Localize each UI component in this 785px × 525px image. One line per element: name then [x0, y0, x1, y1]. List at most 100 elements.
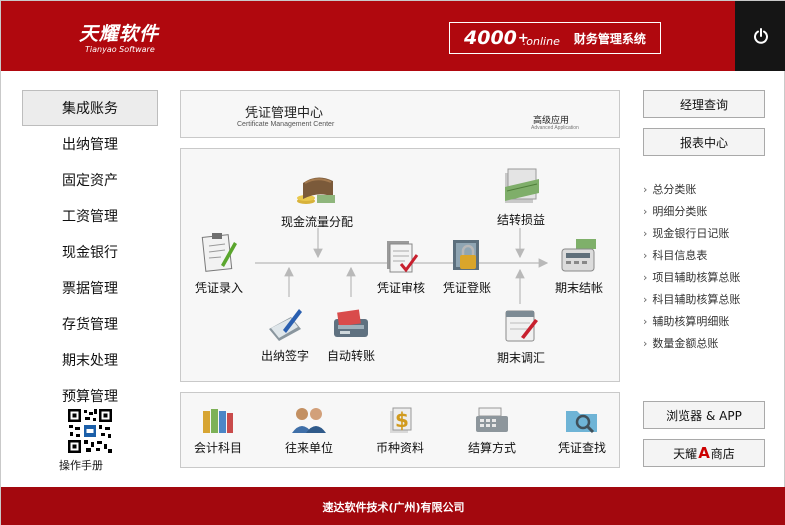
cash-stack-icon: [505, 168, 539, 203]
chevron-right-icon: ›: [643, 292, 648, 306]
center-title: 凭证管理中心: [245, 106, 324, 121]
link-label: 现金银行日记账: [652, 227, 730, 240]
flow-voucher-posting-label: 凭证登账: [443, 281, 492, 295]
nav-item-label: 集成账务: [62, 101, 118, 117]
product-online: .online: [522, 34, 560, 48]
chevron-right-icon: ›: [643, 336, 648, 350]
tool-business-partners[interactable]: 往来单位: [285, 405, 333, 456]
flow-auto-transfer[interactable]: 自动转账: [327, 305, 375, 364]
link-cash-bank-journal[interactable]: › 现金银行日记账: [643, 222, 740, 244]
link-subject-aux-ledger[interactable]: ›科目辅助核算总账: [643, 288, 740, 310]
voucher-center-title-panel: 凭证管理中心 Certificate Management Center 高级应…: [180, 90, 620, 138]
chevron-right-icon: ›: [643, 270, 648, 284]
footer-company: 速达软件技术(广州)有限公司: [322, 500, 465, 514]
clipboard-pencil-icon: [201, 233, 237, 272]
link-general-ledger[interactable]: › 总分类账: [643, 178, 740, 200]
nav-item-integrated-accounting[interactable]: 集成账务: [22, 90, 158, 126]
advanced-application-title[interactable]: 高级应用: [533, 116, 570, 126]
flow-voucher-review[interactable]: 凭证审核: [377, 237, 425, 296]
chevron-right-icon: ›: [643, 226, 648, 240]
lock-document-icon: [453, 240, 479, 270]
link-label: 明细分类账: [652, 205, 708, 218]
tool-currency-data[interactable]: $ 币种资料: [376, 405, 424, 456]
flow-voucher-entry[interactable]: 凭证录入: [195, 231, 243, 296]
flow-period-closing-label: 期末结帐: [555, 281, 604, 295]
currency-dollar-icon: $: [390, 407, 412, 433]
qr-code-icon[interactable]: [67, 408, 113, 454]
header-bar: 天耀软件 Tianyao Software 4000+ .online 财务管理…: [1, 1, 785, 71]
center-subtitle: Certificate Management Center: [237, 121, 335, 128]
flow-period-exchange-adjust[interactable]: 期末调汇: [497, 305, 545, 366]
wallet-coins-icon: [297, 177, 335, 204]
folder-search-icon: [566, 411, 597, 434]
manual-link[interactable]: 操作手册: [59, 457, 103, 473]
nav-item-label: 预算管理: [62, 389, 118, 405]
nav-item-label: 工资管理: [62, 209, 118, 225]
svg-text:$: $: [395, 408, 409, 432]
tool-business-partners-label: 往来单位: [285, 441, 334, 455]
calculator-money-icon: [561, 239, 596, 272]
nav-item-bills[interactable]: 票据管理: [22, 270, 158, 306]
product-title-box: 4000+ .online 财务管理系统: [449, 22, 661, 54]
chevron-right-icon: ›: [643, 248, 648, 262]
nav-item-fixed-assets[interactable]: 固定资产: [22, 162, 158, 198]
chevron-right-icon: ›: [643, 204, 648, 218]
manager-query-button[interactable]: 经理查询: [643, 90, 765, 118]
nav-item-label: 固定资产: [62, 173, 118, 189]
link-aux-detail-ledger[interactable]: ›辅助核算明细账: [643, 310, 740, 332]
left-nav: 集成账务 出纳管理 固定资产 工资管理 现金银行 票据管理 存货管理 期末处理 …: [22, 90, 158, 414]
store-prefix: 天耀: [673, 446, 698, 461]
link-label: 总分类账: [652, 183, 697, 196]
flow-voucher-posting[interactable]: 凭证登账: [443, 237, 491, 296]
nav-item-label: 存货管理: [62, 317, 118, 333]
chevron-right-icon: ›: [643, 182, 648, 196]
nav-item-label: 出纳管理: [62, 137, 118, 153]
binders-icon: [203, 409, 233, 433]
basic-settings-panel: 会计科目 往来单位 $ 币种资料 结算方式: [180, 392, 620, 468]
flow-period-closing[interactable]: 期末结帐: [555, 235, 603, 296]
tool-currency-data-label: 币种资料: [376, 441, 425, 455]
link-label: 数量金额总账: [652, 337, 719, 350]
nav-item-inventory[interactable]: 存货管理: [22, 306, 158, 342]
flow-voucher-review-label: 凭证审核: [377, 281, 426, 295]
nav-item-cashier[interactable]: 出纳管理: [22, 126, 158, 162]
voucher-flow-panel: 凭证录入 现金流量分配 凭证审核: [180, 148, 620, 382]
link-subject-info[interactable]: ›科目信息表: [643, 244, 740, 266]
tool-settlement-methods[interactable]: 结算方式: [468, 405, 516, 456]
power-icon: [753, 28, 768, 44]
calendar-edit-icon: [505, 310, 538, 342]
store-suffix: 商店: [710, 446, 735, 461]
nav-item-budget[interactable]: 预算管理: [22, 378, 158, 414]
flow-carry-forward-profit-loss[interactable]: 结转损益: [497, 167, 545, 228]
store-a-logo: A: [698, 444, 710, 462]
manager-query-label: 经理查询: [679, 97, 728, 112]
power-button[interactable]: [735, 1, 785, 71]
product-name: 财务管理系统: [573, 31, 646, 46]
flow-cashflow-allocation[interactable]: 现金流量分配: [281, 171, 353, 230]
tool-voucher-search[interactable]: 凭证查找: [558, 405, 606, 456]
nav-item-label: 期末处理: [62, 353, 118, 369]
tool-settlement-methods-label: 结算方式: [468, 441, 517, 455]
link-quantity-amount-ledger[interactable]: › 数量金额总账: [643, 332, 740, 354]
flow-carry-forward-label: 结转损益: [497, 213, 546, 227]
browser-app-button[interactable]: 浏览器 & APP: [643, 401, 765, 429]
product-plus: +: [517, 30, 529, 46]
link-subsidiary-ledger[interactable]: › 明细分类账: [643, 200, 740, 222]
manual-label: 操作手册: [59, 459, 103, 472]
flow-voucher-entry-label: 凭证录入: [195, 281, 244, 295]
nav-item-period-end[interactable]: 期末处理: [22, 342, 158, 378]
nav-item-payroll[interactable]: 工资管理: [22, 198, 158, 234]
link-project-aux-ledger[interactable]: › 项目辅助核算总账: [643, 266, 740, 288]
report-center-label: 报表中心: [679, 135, 728, 150]
report-center-button[interactable]: 报表中心: [643, 128, 765, 156]
cash-register-icon: [476, 407, 508, 432]
nav-item-label: 现金银行: [62, 245, 118, 261]
link-label: 项目辅助核算总账: [652, 271, 741, 284]
flow-cashier-signature[interactable]: 出纳签字: [261, 305, 309, 364]
tianyao-logo: 天耀软件 Tianyao Software: [79, 19, 159, 54]
browser-app-label: 浏览器 & APP: [666, 408, 742, 423]
nav-item-cash-bank[interactable]: 现金银行: [22, 234, 158, 270]
tool-account-subjects[interactable]: 会计科目: [194, 405, 242, 456]
